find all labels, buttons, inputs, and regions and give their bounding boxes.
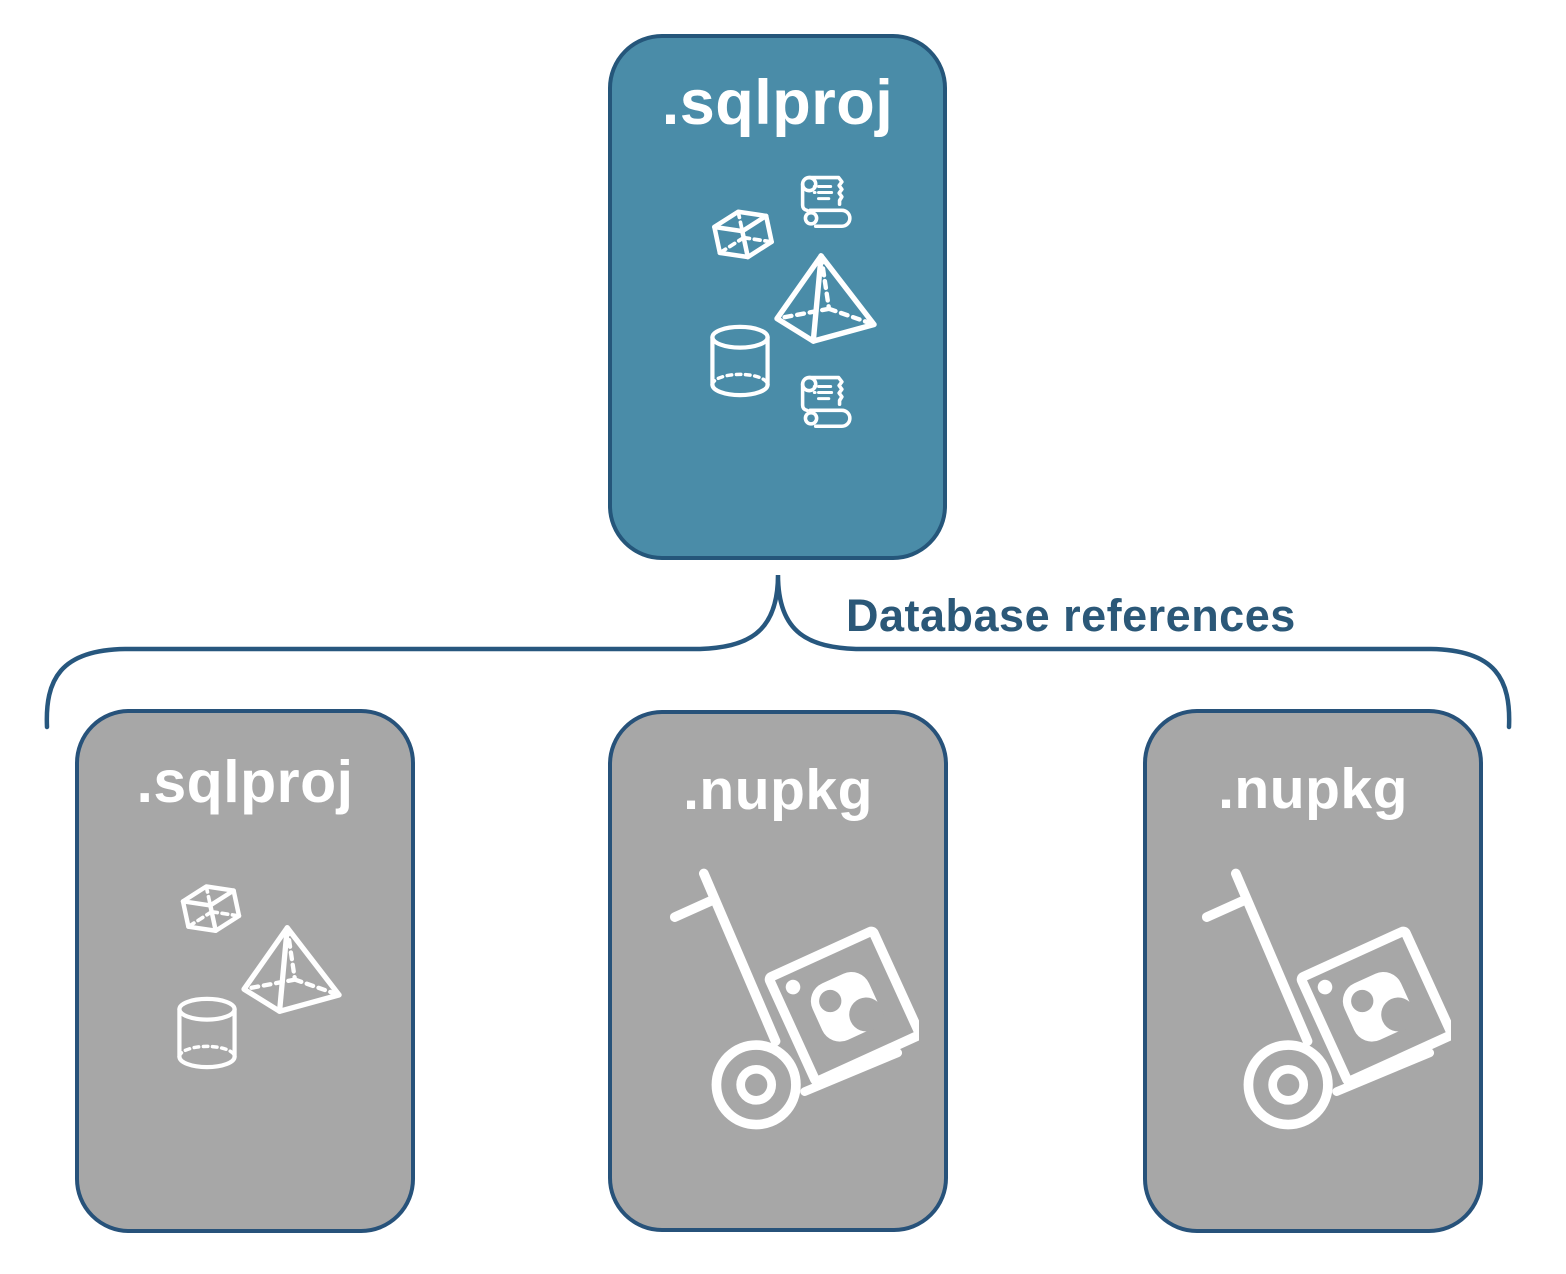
child-box-nupkg-2: .nupkg xyxy=(1143,709,1483,1233)
child-box-label: .sqlproj xyxy=(136,749,354,815)
cylinder-icon xyxy=(704,321,776,401)
scroll-icon xyxy=(797,172,855,229)
handtruck-package-icon xyxy=(1199,866,1451,1134)
cylinder-icon xyxy=(171,993,243,1073)
child-box-label: .nupkg xyxy=(1218,757,1408,821)
pyramid-icon xyxy=(239,922,347,1018)
handtruck-package-icon xyxy=(667,866,919,1134)
pyramid-icon xyxy=(772,250,882,348)
child-box-sqlproj: .sqlproj xyxy=(75,709,415,1233)
connector-label: Database references xyxy=(846,590,1296,641)
parent-box-label: .sqlproj xyxy=(661,68,894,138)
scroll-icon xyxy=(797,372,855,429)
child-box-nupkg-1: .nupkg xyxy=(608,710,948,1232)
parent-box-sqlproj: .sqlproj xyxy=(608,34,947,560)
child-box-label: .nupkg xyxy=(683,758,873,822)
